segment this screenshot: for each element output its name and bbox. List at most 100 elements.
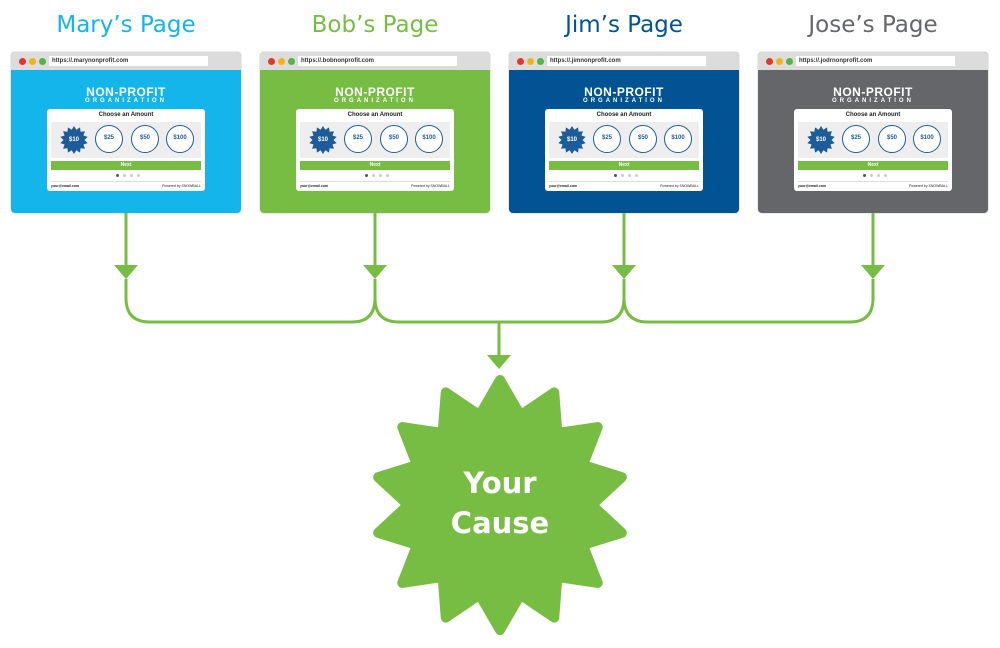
card-footer: your@email.com Powered by SNOWBALL [300, 181, 450, 190]
close-dot-icon [766, 58, 773, 65]
amount-50: $50 [629, 125, 657, 153]
amount-25: $25 [95, 125, 123, 153]
next-button: Next [549, 161, 699, 170]
choose-amount-label: Choose an Amount [98, 112, 154, 118]
selected-burst-icon [309, 126, 337, 154]
next-button: Next [300, 161, 450, 170]
org-name: NON-PROFIT [833, 85, 913, 99]
org-subtitle: ORGANIZATION [832, 98, 914, 104]
card-footer: your@email.com Powered by SNOWBALL [549, 181, 699, 190]
address-bar: https://.bobnonprofit.com [298, 56, 457, 66]
pager-dots [863, 174, 889, 178]
browser-bobs-page: https://.bobnonprofit.com NON-PROFIT ORG… [260, 52, 490, 213]
selected-burst-icon [558, 126, 586, 154]
browser-chrome: https://.bobnonprofit.com [260, 52, 490, 70]
donation-card: Choose an Amount $10 $25 $50 $100 Next y… [545, 109, 703, 191]
browser-chrome: https://.marynonprofit.com [11, 52, 241, 70]
org-name: NON-PROFIT [86, 85, 166, 99]
connector-lines [114, 213, 885, 369]
connector-curve-right [622, 297, 875, 324]
donation-card: Choose an Amount $10 $25 $50 $100 Next y… [47, 109, 205, 191]
footer-email: your@email.com [300, 184, 329, 188]
choose-amount-label: Choose an Amount [347, 112, 403, 118]
card-footer: your@email.com Powered by SNOWBALL [51, 181, 201, 190]
selected-burst-shape [807, 126, 835, 154]
amount-100: $100 [415, 125, 443, 153]
org-subtitle: ORGANIZATION [334, 98, 416, 104]
pager-dots [614, 174, 640, 178]
cause-label-line1: Your [463, 466, 537, 500]
pager-dots [116, 174, 142, 178]
browser-joses-page: https://.jodrnonprofit.com NON-PROFIT OR… [758, 52, 988, 213]
amount-100: $100 [166, 125, 194, 153]
footer-email: your@email.com [51, 184, 80, 188]
title-marys-page: Mary’s Page [56, 12, 196, 38]
amount-row: $10 $25 $50 $100 [51, 122, 201, 158]
donation-card: Choose an Amount $10 $25 $50 $100 Next y… [296, 109, 454, 191]
browser-marys-page: https://.marynonprofit.com NON-PROFIT OR… [11, 52, 241, 213]
arrowhead-cause [487, 355, 511, 369]
minimize-dot-icon [776, 58, 783, 65]
maximize-dot-icon [39, 58, 46, 65]
pager-dots [365, 174, 391, 178]
address-bar: https://.jimnonprofit.com [547, 56, 706, 66]
next-button: Next [51, 161, 201, 170]
address-bar: https://.marynonprofit.com [49, 56, 208, 66]
amount-100: $100 [913, 125, 941, 153]
selected-burst-icon [807, 126, 835, 154]
card-footer: your@email.com Powered by SNOWBALL [798, 181, 948, 190]
footer-powered-by: Powered by SNOWBALL [411, 184, 450, 188]
browser-jims-page: https://.jimnonprofit.com NON-PROFIT ORG… [509, 52, 739, 213]
amount-10-selected: $10 [806, 125, 836, 155]
arrowhead-marys [114, 265, 138, 279]
donation-card: Choose an Amount $10 $25 $50 $100 Next y… [794, 109, 952, 191]
next-button: Next [798, 161, 948, 170]
close-dot-icon [268, 58, 275, 65]
amount-row: $10 $25 $50 $100 [300, 122, 450, 158]
org-subtitle: ORGANIZATION [583, 98, 665, 104]
amount-50: $50 [380, 125, 408, 153]
title-jims-page: Jim’s Page [565, 12, 683, 38]
selected-burst-icon [60, 126, 88, 154]
selected-burst-shape [60, 126, 88, 154]
cause-burst-icon [373, 375, 627, 635]
footer-powered-by: Powered by SNOWBALL [909, 184, 948, 188]
amount-row: $10 $25 $50 $100 [549, 122, 699, 158]
close-dot-icon [19, 58, 26, 65]
footer-email: your@email.com [549, 184, 578, 188]
browser-chrome: https://.jimnonprofit.com [509, 52, 739, 70]
selected-burst-shape [558, 126, 586, 154]
cause-label-line2: Cause [450, 506, 550, 540]
footer-powered-by: Powered by SNOWBALL [162, 184, 201, 188]
title-bobs-page: Bob’s Page [311, 12, 439, 38]
arrowhead-bobs [363, 265, 387, 279]
minimize-dot-icon [527, 58, 534, 65]
maximize-dot-icon [288, 58, 295, 65]
org-subtitle: ORGANIZATION [85, 98, 167, 104]
amount-100: $100 [664, 125, 692, 153]
org-name: NON-PROFIT [335, 85, 415, 99]
choose-amount-label: Choose an Amount [596, 112, 652, 118]
selected-burst-shape [309, 126, 337, 154]
title-joses-page: Jose’s Page [808, 12, 938, 38]
close-dot-icon [517, 58, 524, 65]
amount-25: $25 [842, 125, 870, 153]
minimize-dot-icon [29, 58, 36, 65]
arrowhead-joses [861, 265, 885, 279]
arrowhead-jims [612, 265, 636, 279]
amount-25: $25 [593, 125, 621, 153]
amount-50: $50 [131, 125, 159, 153]
maximize-dot-icon [537, 58, 544, 65]
amount-row: $10 $25 $50 $100 [798, 122, 948, 158]
footer-powered-by: Powered by SNOWBALL [660, 184, 699, 188]
connector-curve-middle [373, 297, 626, 324]
browser-chrome: https://.jodrnonprofit.com [758, 52, 988, 70]
org-name: NON-PROFIT [584, 85, 664, 99]
footer-email: your@email.com [798, 184, 827, 188]
amount-25: $25 [344, 125, 372, 153]
amount-10-selected: $10 [557, 125, 587, 155]
maximize-dot-icon [786, 58, 793, 65]
amount-10-selected: $10 [308, 125, 338, 155]
connector-curve-left [124, 297, 377, 324]
